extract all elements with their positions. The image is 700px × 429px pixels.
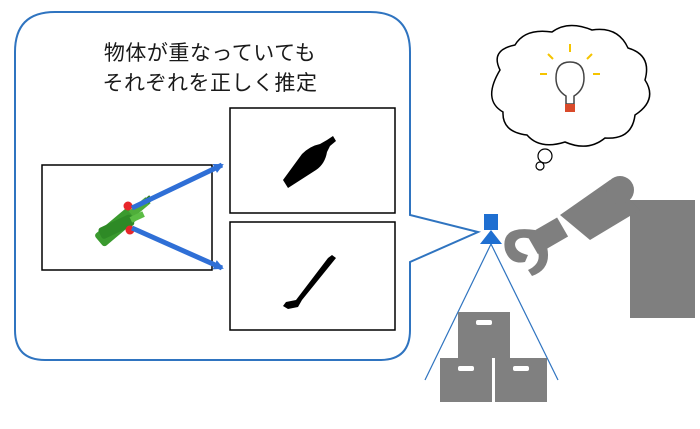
tool-silhouette — [283, 255, 336, 309]
robot-arm-icon — [504, 176, 695, 318]
lightbulb-icon — [540, 44, 600, 112]
bottle-silhouette — [283, 136, 336, 188]
box — [495, 358, 547, 402]
box — [440, 358, 492, 402]
camera-fov-line — [490, 243, 559, 381]
caption-line-1: 物体が重なっていても — [103, 41, 317, 65]
stacked-boxes — [440, 312, 547, 402]
result-box-tool — [229, 221, 396, 331]
box — [458, 312, 510, 358]
caption-line-2: それぞれを正しく推定 — [102, 71, 318, 95]
arrow-to-result-top — [130, 162, 224, 211]
keypoint-marker — [123, 201, 133, 211]
arrow-to-result-bottom — [130, 225, 224, 271]
camera-icon — [480, 214, 502, 244]
